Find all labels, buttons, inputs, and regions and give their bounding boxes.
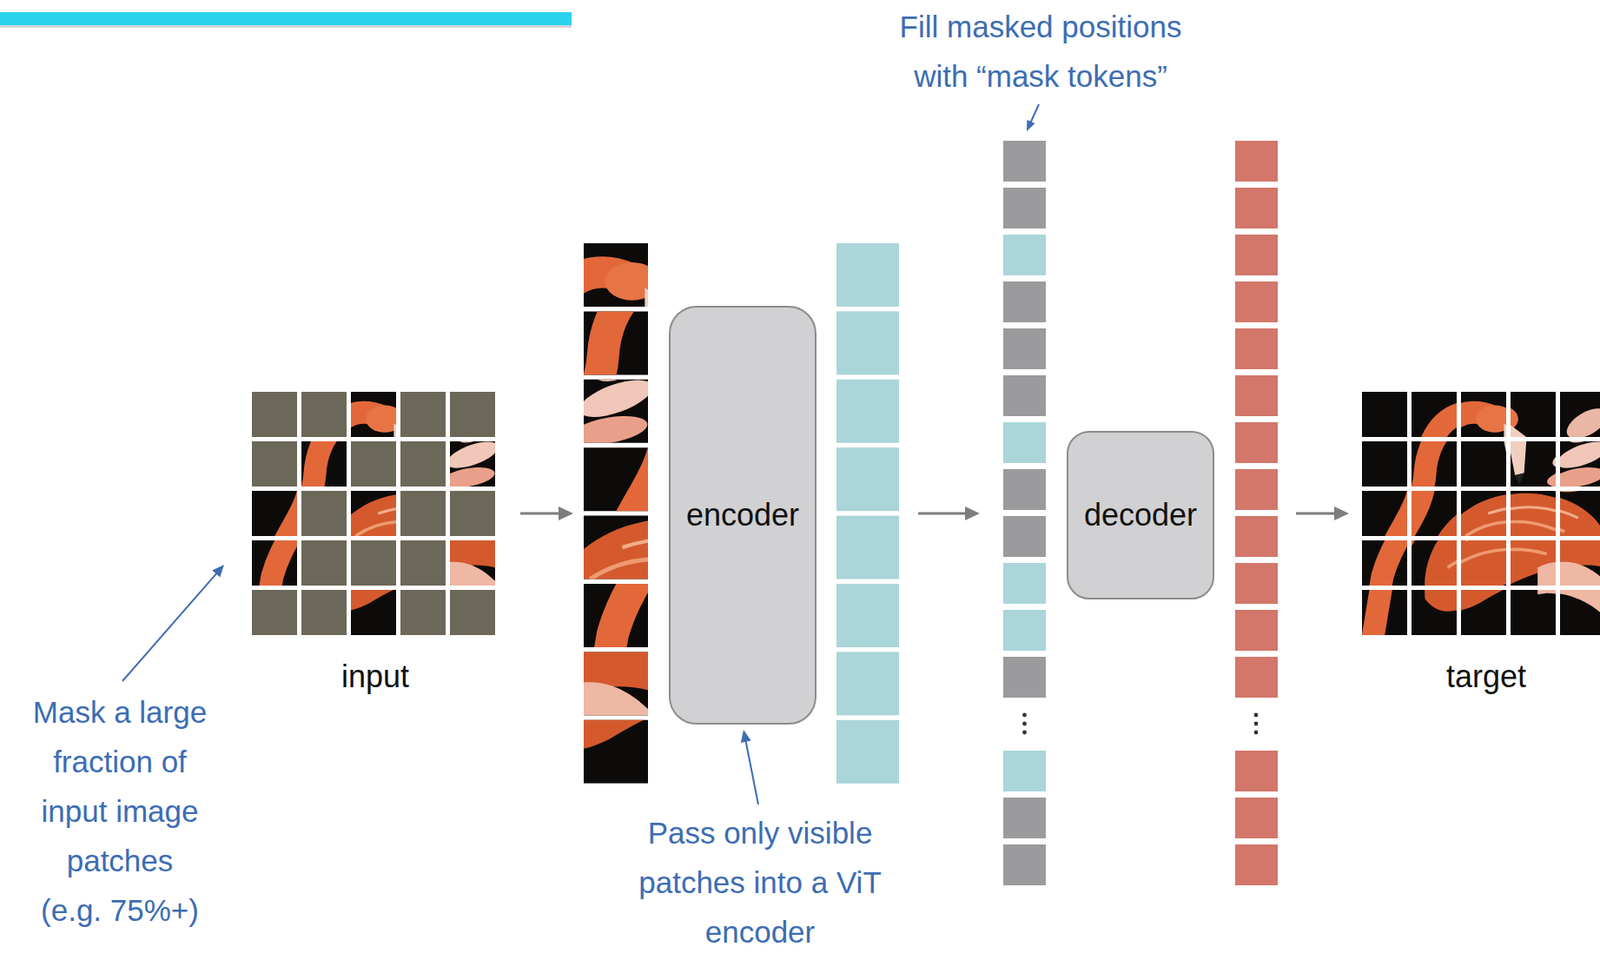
decoded-token bbox=[1235, 562, 1278, 604]
decoded-token bbox=[1235, 328, 1278, 370]
masked-patch bbox=[400, 391, 446, 437]
decoded-token bbox=[1235, 844, 1278, 886]
flow-arrow bbox=[918, 512, 966, 516]
flow-arrow-head bbox=[1334, 506, 1349, 521]
box-label: decoder bbox=[1084, 495, 1197, 535]
masked-patch bbox=[251, 589, 298, 635]
flow-arrow-head bbox=[965, 506, 980, 521]
mask-token bbox=[1003, 797, 1046, 839]
encoded-token bbox=[836, 310, 900, 375]
mask-token bbox=[1003, 375, 1046, 417]
mask-token bbox=[1003, 844, 1046, 886]
ellipsis-dot bbox=[1022, 713, 1027, 718]
encoded-token bbox=[836, 243, 900, 307]
title-bar-shadow bbox=[0, 25, 572, 28]
figure-caption: target bbox=[1446, 657, 1527, 696]
image-patch bbox=[1379, 409, 1600, 635]
mask-token bbox=[1003, 328, 1046, 370]
box-label: encoder bbox=[686, 495, 800, 535]
encoded-token bbox=[1003, 422, 1046, 463]
masked-patch bbox=[301, 490, 347, 536]
leader-line bbox=[1031, 104, 1039, 123]
mask-token bbox=[1003, 140, 1046, 182]
decoded-token bbox=[1235, 187, 1278, 229]
masked-patch bbox=[449, 589, 496, 635]
encoded-token bbox=[836, 583, 900, 648]
leader-line bbox=[122, 573, 217, 681]
masked-patch bbox=[350, 441, 397, 487]
encoded-token bbox=[1003, 750, 1046, 792]
flow-arrow bbox=[520, 512, 560, 516]
masked-patch bbox=[301, 391, 347, 437]
masked-patch bbox=[251, 391, 298, 437]
leader-line-head bbox=[1026, 119, 1035, 132]
decoded-token bbox=[1235, 140, 1278, 182]
decoder-box: decoder bbox=[1066, 430, 1215, 600]
encoded-token bbox=[836, 651, 900, 715]
decoded-token bbox=[1235, 515, 1278, 557]
decoded-token bbox=[1235, 234, 1278, 276]
mask-token bbox=[1003, 469, 1046, 510]
masked-patch bbox=[301, 589, 347, 635]
mask-token bbox=[1003, 656, 1046, 698]
decoded-token bbox=[1235, 609, 1278, 651]
masked-patch bbox=[449, 490, 496, 536]
callout-note: Fill masked positions with “mask tokens” bbox=[899, 1, 1183, 101]
figure-caption: input bbox=[341, 657, 410, 696]
flow-arrow bbox=[1295, 512, 1336, 516]
masked-patch bbox=[400, 540, 446, 586]
encoded-token bbox=[1003, 562, 1046, 604]
callout-note: Pass only visible patches into a ViT enc… bbox=[638, 807, 882, 957]
ellipsis-dot bbox=[1022, 730, 1027, 735]
decoded-token bbox=[1235, 281, 1278, 323]
encoded-token bbox=[836, 720, 900, 784]
encoder-box: encoder bbox=[668, 305, 817, 725]
decoded-token bbox=[1235, 656, 1278, 698]
callout-note: Mask a large fraction of input image pat… bbox=[33, 687, 207, 935]
masked-patch bbox=[400, 490, 446, 536]
mask-token bbox=[1003, 515, 1046, 557]
leader-line-head bbox=[740, 729, 752, 743]
masked-patch bbox=[251, 441, 298, 487]
ellipsis-dot bbox=[1254, 713, 1259, 718]
decoded-token bbox=[1235, 750, 1278, 792]
flow-arrow-head bbox=[558, 506, 574, 521]
decoded-token bbox=[1235, 375, 1278, 417]
encoded-token bbox=[1003, 609, 1046, 651]
ellipsis-dot bbox=[1022, 721, 1027, 727]
mask-token bbox=[1003, 281, 1046, 323]
masked-patch bbox=[400, 441, 446, 487]
encoded-token bbox=[836, 379, 900, 443]
decoded-token bbox=[1235, 797, 1278, 839]
encoded-token bbox=[836, 515, 900, 580]
masked-patch bbox=[400, 589, 446, 635]
target-patch bbox=[1379, 409, 1600, 635]
title-bar bbox=[0, 12, 572, 26]
ellipsis-dot bbox=[1254, 730, 1259, 735]
decoded-token bbox=[1235, 422, 1278, 463]
leader-line bbox=[746, 740, 759, 805]
mask-token bbox=[1003, 187, 1046, 229]
encoded-token bbox=[836, 447, 900, 511]
masked-patch bbox=[301, 540, 347, 586]
leader-line-head bbox=[211, 564, 225, 577]
masked-patch bbox=[350, 540, 397, 586]
ellipsis-dot bbox=[1254, 721, 1259, 727]
decoded-token bbox=[1235, 469, 1278, 510]
masked-patch bbox=[449, 391, 496, 437]
illustration-layer bbox=[122, 104, 1600, 886]
encoded-token bbox=[1003, 234, 1046, 276]
